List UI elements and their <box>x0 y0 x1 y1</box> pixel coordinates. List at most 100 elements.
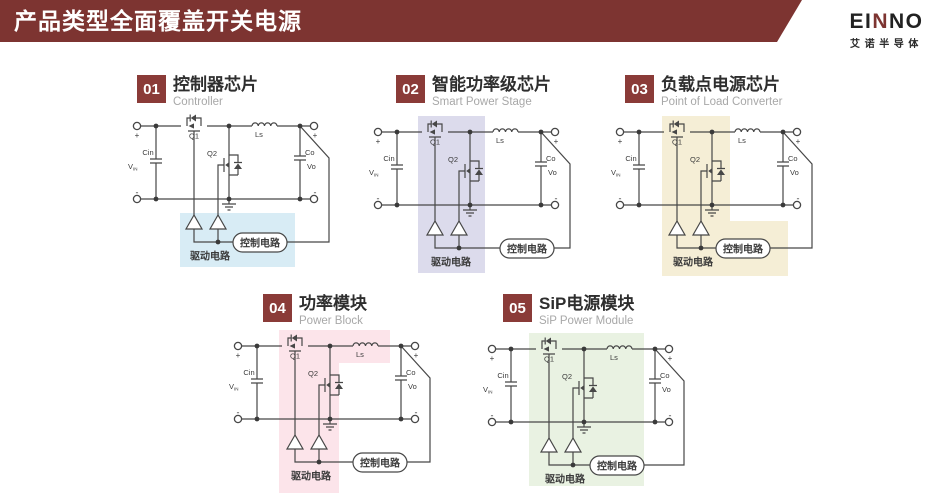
junction-dot <box>398 416 404 422</box>
terminal <box>233 341 243 351</box>
junction-dot <box>636 129 642 135</box>
terminal <box>550 200 560 210</box>
driver-triangle <box>563 436 583 453</box>
label-q2: Q2 <box>690 155 700 164</box>
section-subtitle: Power Block <box>299 314 363 327</box>
mosfet-q1 <box>287 334 303 435</box>
junction-dot <box>226 196 232 202</box>
label-q1: Q1 <box>544 355 554 364</box>
label-vo: Vo <box>307 162 316 171</box>
driver-triangle <box>309 433 329 450</box>
q1-arrow <box>671 129 677 135</box>
junction-dot <box>467 202 473 208</box>
minus-mark: - <box>555 194 558 204</box>
feedback-wire <box>770 131 813 249</box>
mosfet-q2 <box>217 126 242 215</box>
capacitor-co <box>294 126 306 199</box>
plus-mark: + <box>135 131 140 140</box>
capacitor-co <box>395 346 407 419</box>
minus-mark: - <box>377 194 380 204</box>
highlight-region <box>418 116 485 273</box>
label-co: Co <box>546 154 556 163</box>
plus-mark: + <box>796 137 801 146</box>
mosfet-q1 <box>186 114 202 215</box>
plus-mark: + <box>313 131 318 140</box>
plus-mark: + <box>376 137 381 146</box>
label-q2: Q2 <box>308 369 318 378</box>
junction-dot <box>698 245 704 251</box>
control-circuit-block <box>715 238 771 259</box>
label-co: Co <box>660 371 670 380</box>
minus-mark: - <box>491 411 494 421</box>
driver-triangle <box>667 219 687 236</box>
junction-dot <box>652 346 658 352</box>
q2-arrow <box>326 382 330 388</box>
capacitor-cin <box>251 346 263 419</box>
capacitor-co <box>777 132 789 205</box>
terminal <box>615 127 625 137</box>
q1-body-diode <box>291 334 297 342</box>
label-vin: VIN <box>229 382 239 392</box>
section-header-05: 05 SiP电源模块 SiP Power Module <box>503 294 634 328</box>
section-subtitle: Point of Load Converter <box>661 95 783 108</box>
ground-symbol <box>323 419 337 431</box>
junction-dot <box>153 196 159 202</box>
logo-letters: NO <box>889 10 924 33</box>
page-title: 产品类型全面覆盖开关电源 <box>14 8 302 34</box>
junction-dot <box>226 123 232 129</box>
control-circuit-label: 控制电路 <box>507 243 548 256</box>
section-title: SiP电源模块 <box>539 294 635 313</box>
label-cin: Cin <box>243 368 254 377</box>
feedback-wire <box>400 345 431 463</box>
inductor-ls <box>251 122 278 127</box>
driver-triangle <box>425 219 445 236</box>
driver-circuit-label: 驱动电路 <box>673 256 714 269</box>
section-number-badge: 05 <box>503 294 532 322</box>
terminal <box>664 344 674 354</box>
logo-accent-letter: N <box>872 10 889 33</box>
driver-triangle <box>208 213 228 230</box>
section-number-badge: 02 <box>396 75 425 103</box>
section-title: 负载点电源芯片 <box>661 75 780 94</box>
plus-mark: + <box>414 351 419 360</box>
label-vo: Vo <box>408 382 417 391</box>
label-co: Co <box>406 368 416 377</box>
control-circuit-label: 控制电路 <box>360 457 401 470</box>
label-q2: Q2 <box>448 155 458 164</box>
label-co: Co <box>305 148 315 157</box>
label-vin: VIN <box>369 168 379 178</box>
minus-mark: - <box>136 188 139 198</box>
mosfet-q1 <box>541 337 557 438</box>
terminal <box>233 414 243 424</box>
section-subtitle: Controller <box>173 95 223 108</box>
terminal <box>309 194 319 204</box>
logo-subtitle: 艾诺半导体 <box>850 39 923 50</box>
ground-symbol <box>222 199 236 211</box>
label-q1: Q1 <box>189 132 199 141</box>
section-number-badge: 01 <box>137 75 166 103</box>
feedback-wire <box>540 131 571 249</box>
minus-mark: - <box>314 188 317 198</box>
junction-dot <box>394 202 400 208</box>
junction-dot <box>652 419 658 425</box>
label-q1: Q1 <box>672 138 682 147</box>
driver-triangle <box>691 219 711 236</box>
highlight-region <box>529 333 644 486</box>
terminal <box>309 121 319 131</box>
q1-arrow <box>543 346 549 352</box>
capacitor-co <box>535 132 547 205</box>
plus-mark: + <box>618 137 623 146</box>
label-cin: Cin <box>383 154 394 163</box>
junction-dot <box>780 129 786 135</box>
terminal <box>792 127 802 137</box>
ground-symbol <box>463 205 477 217</box>
label-co: Co <box>788 154 798 163</box>
junction-dot <box>508 419 514 425</box>
label-vin: VIN <box>611 168 621 178</box>
terminal <box>373 127 383 137</box>
feedback-wire <box>644 348 685 466</box>
